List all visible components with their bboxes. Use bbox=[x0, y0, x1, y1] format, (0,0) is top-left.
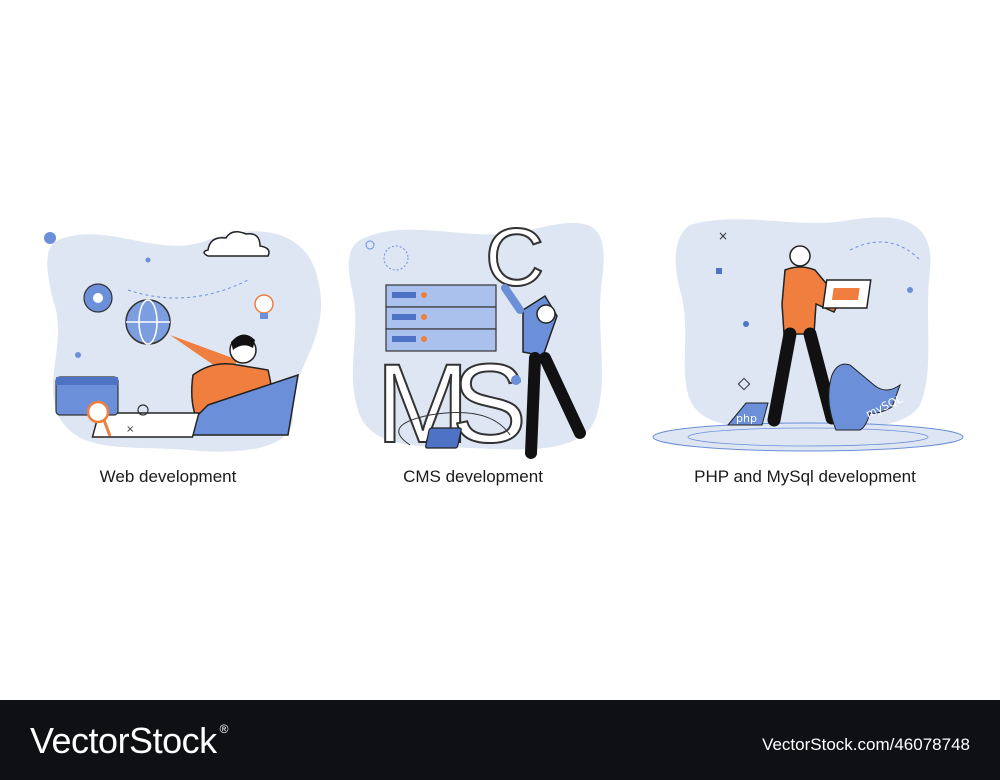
cms-letter-c: C bbox=[485, 212, 544, 303]
watermark-footer bbox=[0, 700, 1000, 780]
watermark-logo: VectorStock ® bbox=[30, 716, 228, 766]
php-mysql-panel: php mySQL × bbox=[650, 200, 970, 460]
registered-mark: ® bbox=[219, 722, 229, 736]
php-label: php bbox=[736, 412, 757, 425]
watermark-image-id: VectorStock.com/46078748 bbox=[762, 735, 970, 754]
cms-development-panel: C M S bbox=[340, 200, 660, 460]
svg-text:×: × bbox=[718, 229, 728, 243]
svg-text:×: × bbox=[126, 424, 134, 435]
cms-letter-s: S bbox=[452, 341, 527, 460]
caption-php-mysql-development: PHP and MySql development bbox=[694, 467, 916, 486]
web-development-illustration: × bbox=[44, 231, 322, 452]
cms-development-illustration: C M S bbox=[348, 211, 604, 460]
caption-web-development: Web development bbox=[99, 467, 237, 486]
watermark-logo-text: VectorStock bbox=[30, 720, 217, 761]
php-mysql-illustration: php mySQL × bbox=[652, 217, 964, 452]
caption-cms-development: CMS development bbox=[403, 467, 543, 486]
web-development-panel: × bbox=[38, 200, 358, 460]
